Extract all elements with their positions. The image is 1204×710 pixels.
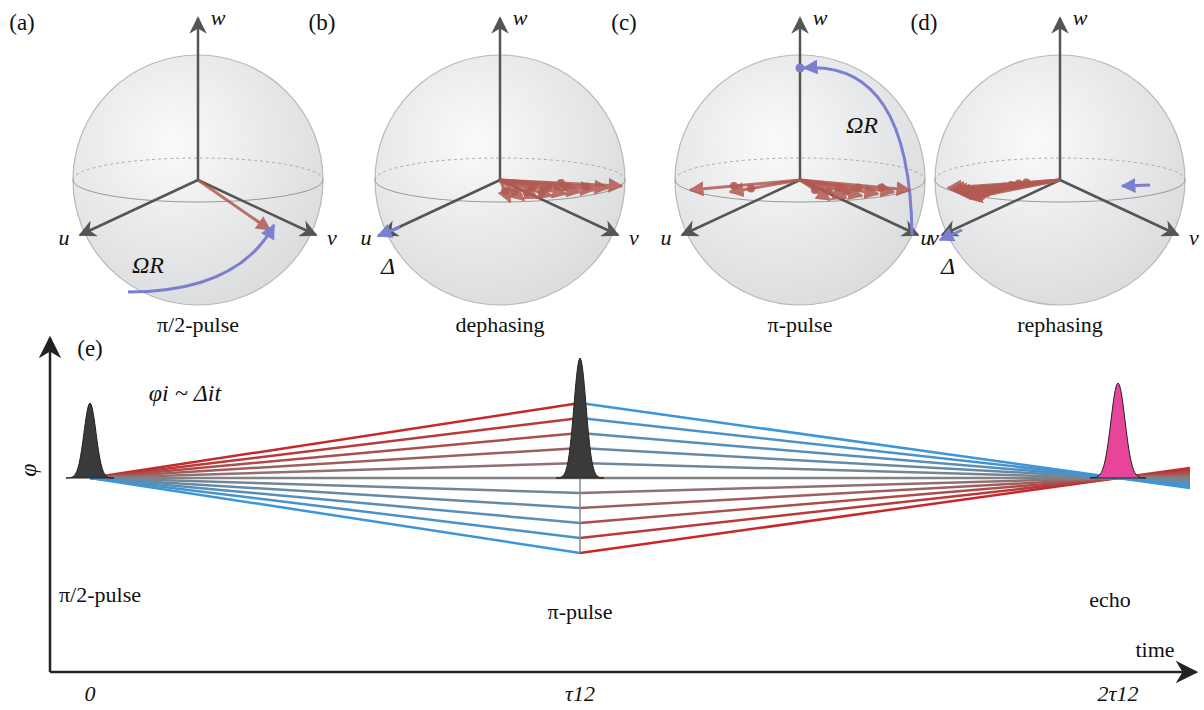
u-axis: [682, 180, 800, 235]
vector-dot: [978, 192, 986, 200]
axis-title: time: [1135, 639, 1174, 661]
equator-front: [935, 180, 1185, 202]
axis-label: w: [813, 7, 828, 29]
phase-formula: φi ~ Δit: [149, 381, 221, 405]
pulse-half-pi: [66, 403, 114, 478]
sphere-caption: dephasing: [455, 314, 544, 336]
panel-letter: (a): [9, 11, 35, 34]
bloch-vector: [730, 180, 800, 192]
rotation-arc: [128, 225, 274, 292]
axis-label: w: [1073, 7, 1088, 29]
axis-label: w: [513, 7, 528, 29]
axis-label: u: [921, 227, 932, 249]
phase-line: [90, 418, 580, 478]
time-axis: [50, 671, 1196, 674]
rotation-arc: [1122, 185, 1150, 186]
phase-line: [580, 403, 1190, 488]
u-axis: [942, 180, 1060, 235]
echo-label: echo: [1089, 589, 1131, 611]
rotation-arc: [804, 68, 912, 235]
pulse-pi: [556, 358, 604, 478]
sphere-caption: rephasing: [1017, 314, 1103, 336]
pulse-label: π/2-pulse: [59, 584, 141, 606]
v-axis: [800, 180, 918, 235]
phase-line: [90, 433, 580, 478]
phase-line: [580, 470, 1190, 538]
phase-line: [90, 478, 580, 553]
axis-label: u: [59, 227, 70, 249]
axis-label: u: [661, 227, 672, 249]
phase-line: [90, 478, 580, 538]
phase-line: [580, 472, 1190, 523]
w-axis: [1059, 18, 1062, 180]
vector-dot: [557, 179, 565, 187]
phase-line: [90, 403, 580, 478]
w-axis: [197, 18, 200, 180]
panel-letter: (e): [77, 337, 103, 360]
phase-line: [90, 477, 580, 480]
detuning: Δ: [941, 254, 955, 278]
equator-front: [73, 180, 323, 202]
panel-letter: (c): [611, 11, 637, 34]
bloch-vector: [198, 180, 270, 230]
axis-label: v: [629, 227, 639, 249]
tick-label: τ12: [565, 683, 595, 705]
detuning: Δ: [381, 254, 395, 278]
panel-letter: (d): [911, 11, 938, 34]
vector-dot: [747, 184, 755, 192]
equator-front: [675, 180, 925, 202]
axis-label: φ: [16, 463, 40, 476]
sphere-caption: π/2-pulse: [157, 314, 239, 336]
tick-label: 0: [85, 683, 96, 705]
phase-line: [90, 478, 580, 508]
v-axis: [1060, 180, 1178, 235]
vector-dot: [730, 182, 738, 190]
rabi-frequency: ΩR: [846, 113, 878, 137]
pulse-label: π-pulse: [548, 601, 613, 623]
phase-axis: [49, 338, 52, 672]
axis-label: w: [211, 7, 226, 29]
axis-label: v: [1189, 227, 1199, 249]
bloch-vector: [500, 180, 622, 186]
axis-label: u: [361, 227, 372, 249]
v-axis: [500, 180, 618, 235]
rabi-frequency: ΩR: [132, 253, 164, 277]
vector-dot: [877, 183, 885, 191]
u-axis: [80, 180, 198, 235]
equator-front: [375, 180, 625, 202]
phase-line: [90, 463, 580, 478]
arc-end-dot: [796, 64, 805, 73]
w-axis: [799, 18, 802, 180]
v-axis: [198, 180, 316, 235]
phase-line: [90, 448, 580, 478]
rotation-arc: [378, 227, 400, 236]
panel-letter: (b): [309, 11, 336, 34]
bloch-vector: [800, 180, 910, 190]
axis-label: v: [327, 227, 337, 249]
tick-label: 2τ12: [1098, 683, 1139, 705]
echo-pulse: [1090, 383, 1146, 478]
w-axis: [499, 18, 502, 180]
sphere-caption: π-pulse: [768, 314, 833, 336]
phase-line: [580, 474, 1190, 508]
phase-line: [580, 468, 1190, 553]
rotation-arc: [940, 230, 962, 240]
